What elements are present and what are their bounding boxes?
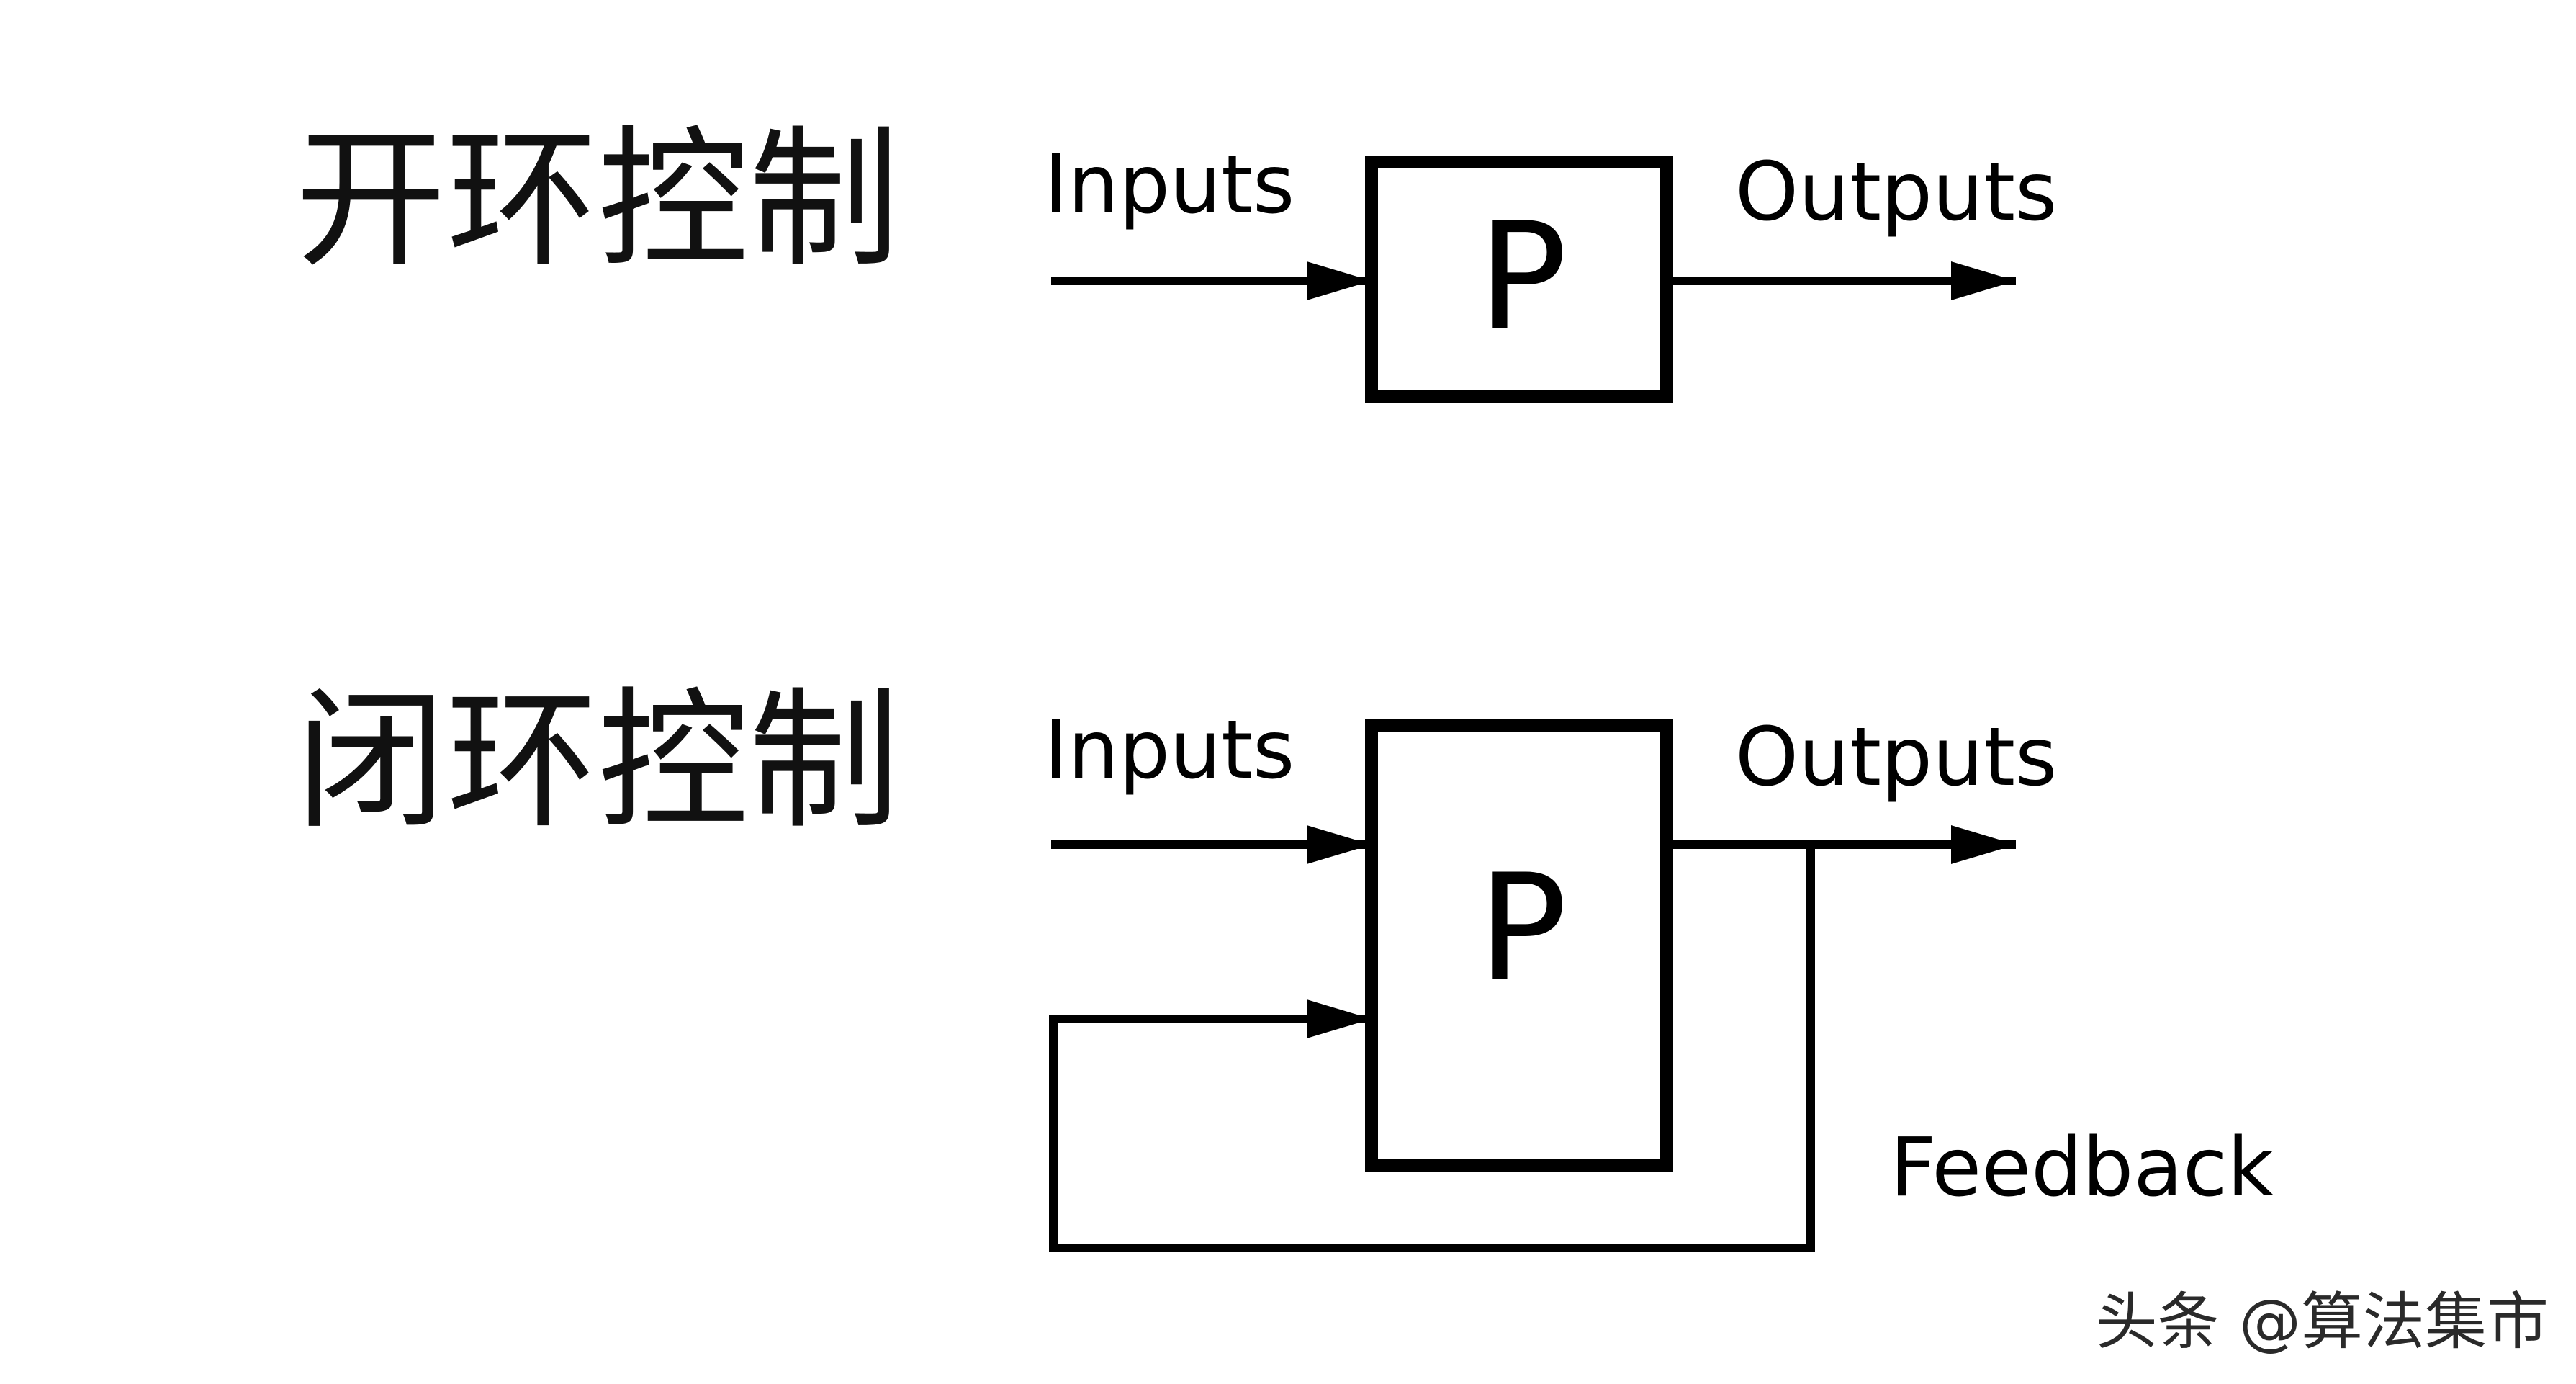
closed-loop-process-block	[1365, 719, 1673, 1172]
closed-loop-input-label: Inputs	[1044, 704, 1294, 797]
open-loop-section: 开环控制 Inputs P Outputs	[295, 112, 2057, 403]
closed-loop-section: 闭环控制 Inputs P Outputs Feedback	[295, 673, 2274, 1252]
closed-loop-block-label: P	[1478, 843, 1567, 1015]
feedback-path	[1049, 845, 1815, 1252]
feedback-label: Feedback	[1890, 1121, 2274, 1215]
closed-loop-output-label: Outputs	[1735, 711, 2057, 804]
open-loop-input-label: Inputs	[1044, 138, 1294, 232]
open-loop-output-label: Outputs	[1735, 145, 2057, 239]
open-loop-block-label: P	[1478, 192, 1567, 363]
open-loop-title: 开环控制	[295, 112, 900, 288]
closed-loop-title: 闭环控制	[295, 673, 900, 850]
watermark-text: 头条 @算法集市	[2096, 1286, 2549, 1358]
